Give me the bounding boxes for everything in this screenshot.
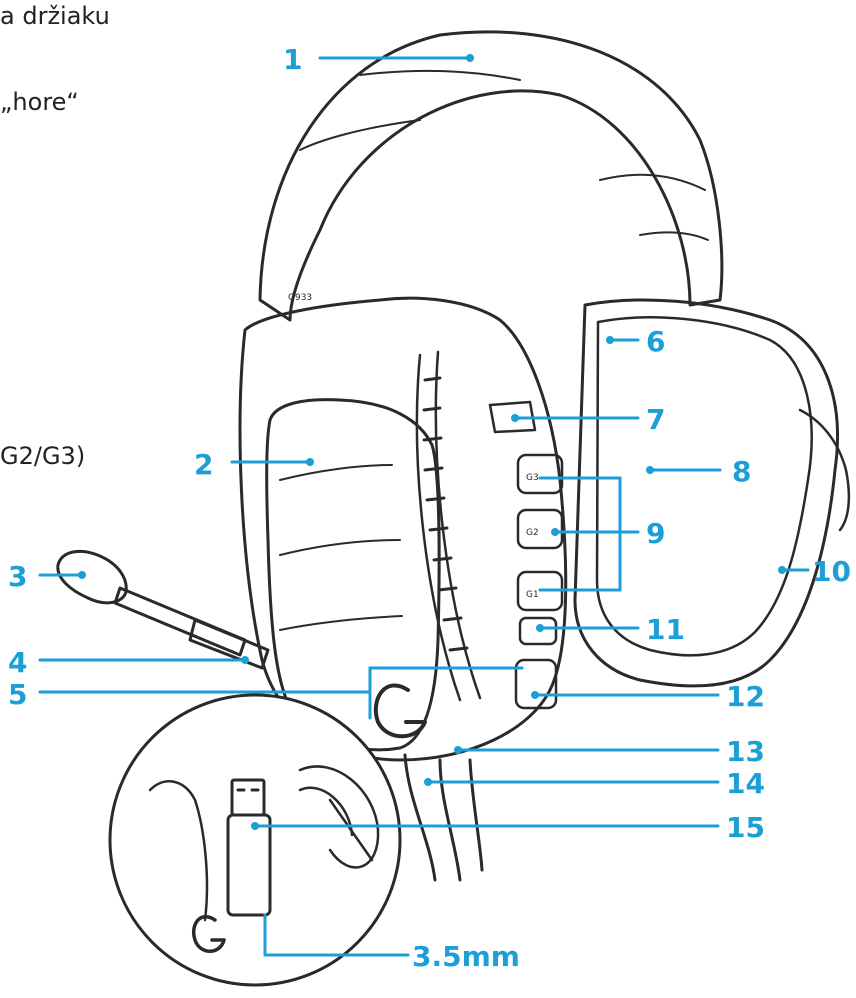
callout-9: 9 <box>646 517 665 550</box>
callout-2: 2 <box>194 448 213 481</box>
callout-6: 6 <box>646 325 665 358</box>
callout-1: 1 <box>283 43 302 76</box>
jack-label: 3.5mm <box>412 940 520 973</box>
callout-14: 14 <box>726 767 765 800</box>
callout-15: 15 <box>726 811 765 844</box>
callout-4: 4 <box>8 646 27 679</box>
callout-7: 7 <box>646 403 665 436</box>
g-logo <box>376 685 425 736</box>
button-label-g1: G1 <box>526 590 539 600</box>
button-label-g3: G3 <box>526 473 539 483</box>
model-label: G933 <box>288 293 312 303</box>
side-plate <box>267 400 439 750</box>
right-earpad <box>597 317 812 655</box>
callout-12: 12 <box>726 680 765 713</box>
callout-5: 5 <box>8 678 27 711</box>
callout-10: 10 <box>812 555 851 588</box>
mic-tip <box>58 551 126 602</box>
callout-13: 13 <box>726 735 765 768</box>
callout-8: 8 <box>732 455 751 488</box>
button-label-g2: G2 <box>526 528 539 538</box>
callout-11: 11 <box>646 613 685 646</box>
mic-boom <box>115 588 245 655</box>
callout-3: 3 <box>8 560 27 593</box>
